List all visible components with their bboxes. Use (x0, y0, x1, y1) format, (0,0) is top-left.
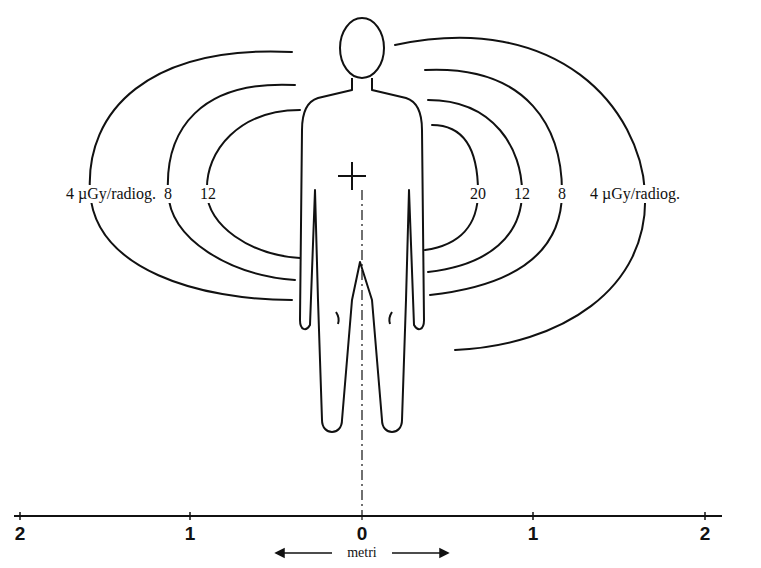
dose-value: 8 (162, 185, 174, 203)
isodose-curve (207, 110, 300, 258)
isodose-curve (90, 51, 292, 300)
isodose-curve (425, 70, 562, 295)
dose-value: 12 (512, 185, 532, 203)
isodose-curve (428, 100, 522, 272)
dose-value: 4 µGy/radiog. (64, 185, 158, 203)
axis-tick-label: 1 (526, 525, 541, 543)
center-mark (338, 162, 366, 190)
isodose-curves (90, 38, 645, 350)
head (340, 18, 384, 78)
axis-line (14, 515, 722, 517)
dose-value: 4 µGy/radiog. (588, 185, 682, 203)
center-line (361, 190, 362, 522)
dose-value: 12 (198, 185, 218, 203)
axis-tick-label: 2 (698, 525, 713, 543)
axis-tick-label: 2 (13, 525, 28, 543)
dose-value: 8 (556, 185, 568, 203)
axis-tick-label: 1 (183, 525, 198, 543)
axis-tick-label: 0 (355, 525, 370, 543)
isodose-curve (168, 85, 295, 280)
axis-ticks (20, 512, 705, 520)
dose-value: 20 (468, 185, 488, 203)
axis-unit: metri (345, 544, 379, 562)
knee-marks (336, 312, 392, 324)
